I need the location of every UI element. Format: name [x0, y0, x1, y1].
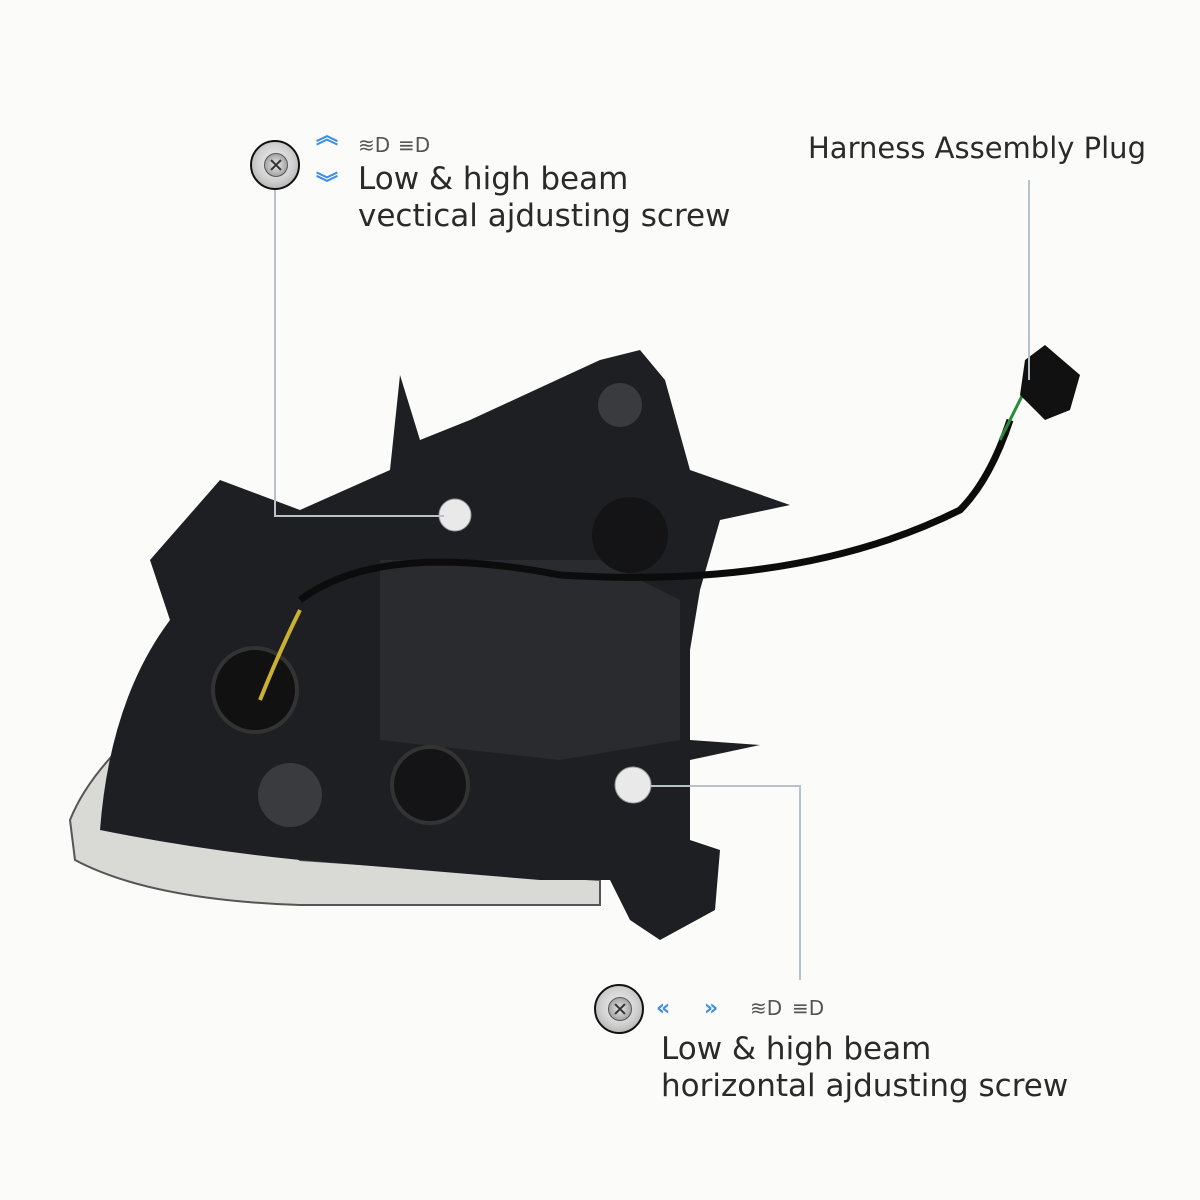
bulb-socket-left	[211, 646, 299, 734]
vertical-leader-line-horizontal	[274, 515, 444, 517]
horizontal-leader-line-horizontal	[650, 785, 800, 787]
high-beam-icon: ≡D	[792, 996, 825, 1020]
harness-leader-line	[1028, 180, 1030, 380]
bulb-socket-top	[592, 497, 668, 573]
chevron-down-icon: ︾	[316, 172, 339, 197]
vent-cap	[598, 383, 642, 427]
horizontal-screw-subtitle: horizontal ajdusting screw	[661, 1068, 1069, 1104]
horizontal-screw-title: Low & high beam	[661, 1031, 932, 1067]
chevron-left-icon: «	[656, 996, 671, 1021]
harness-cable	[297, 418, 1014, 603]
high-beam-icon: ≡D	[398, 133, 431, 157]
yellow-wire	[258, 609, 302, 701]
dust-cap	[390, 745, 470, 825]
low-beam-icon: ≋D	[750, 996, 783, 1020]
vertical-screw-title: Low & high beam	[358, 161, 629, 197]
low-beam-icon: ≋D	[358, 133, 391, 157]
screw-icon	[594, 984, 644, 1034]
harness-plug	[1020, 345, 1080, 420]
horizontal-screw-on-housing	[614, 766, 652, 804]
screw-icon	[250, 140, 300, 190]
horizontal-leader-line	[799, 785, 801, 980]
connector-block	[380, 560, 680, 760]
chevron-right-icon: »	[704, 996, 719, 1021]
vertical-leader-line	[274, 190, 276, 515]
chevron-up-icon: ︽	[316, 124, 339, 149]
vertical-screw-subtitle: vectical ajdusting screw	[358, 198, 731, 234]
headlight-lens	[68, 718, 601, 906]
cap-round	[258, 763, 322, 827]
harness-plug-label: Harness Assembly Plug	[808, 131, 1146, 165]
